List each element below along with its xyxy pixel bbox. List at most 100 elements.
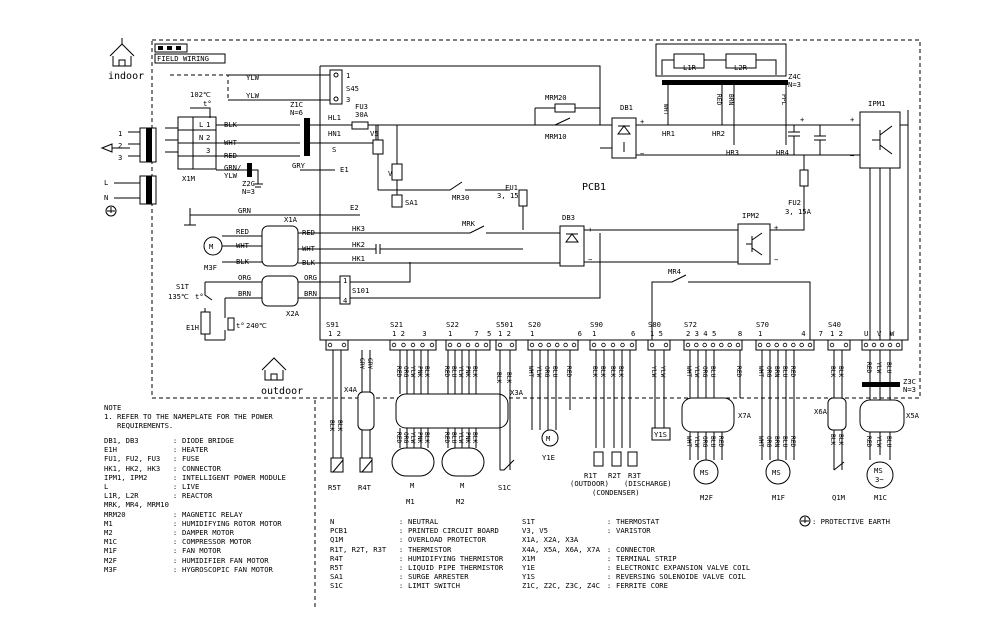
e1h-temp: 240℃	[246, 321, 267, 330]
legend-code: PCB1	[330, 526, 348, 536]
svg-text:BLK: BLK	[336, 420, 343, 431]
legend-description: DIODE BRIDGE	[182, 436, 234, 445]
wire-colour-label: RED	[565, 366, 572, 377]
connector-label: S501	[496, 320, 513, 329]
legend-description: FERRITE CORE	[616, 581, 668, 591]
fan-wire-red: RED	[236, 227, 249, 236]
thermistor-r3t	[627, 451, 638, 467]
legend-code: S1T	[522, 517, 535, 526]
wire-colour-label: WHT	[685, 436, 692, 447]
sa1-label: SA1	[405, 198, 418, 207]
wire-colour-label: YLW	[693, 436, 700, 447]
x1m-label: X1M	[182, 174, 196, 183]
fan-wire-blk: BLK	[236, 257, 250, 266]
svg-text:DB1: DB1	[620, 103, 633, 112]
ipm2-module: IPM2 + −	[737, 211, 779, 265]
legend-row: MRK, MR4, MRM10	[104, 500, 286, 509]
legend-row: V3, V5:VARISTOR	[522, 526, 750, 535]
s1t-temp: 135℃	[168, 292, 189, 301]
svg-text:4: 4	[343, 296, 347, 305]
legend-row: HK1, HK2, HK3:CONNECTOR	[104, 464, 286, 473]
legend-description: CONNECTOR	[616, 544, 655, 554]
fan-wire-wht: WHT	[236, 241, 250, 250]
fan-wire-blk-r: BLK	[302, 258, 316, 267]
fu3-rating: 30A	[355, 110, 369, 119]
connector-label: S80	[648, 320, 661, 329]
legend-row: S1C:LIMIT SWITCH	[330, 581, 503, 590]
connector-pin-numbers: 2 3 4 5 8	[686, 329, 742, 338]
wire-colour-label: RED	[443, 432, 450, 443]
svg-text:3: 3	[346, 95, 350, 104]
connector-pin-numbers: 1 5	[448, 329, 491, 338]
connector-header	[527, 339, 579, 351]
legend-row: S1T:THERMOSTAT	[522, 517, 750, 526]
svg-text:X4A: X4A	[344, 385, 358, 394]
legend-row: M2:DAMPER MOTOR	[104, 528, 286, 537]
e1h-mark: t°	[236, 321, 245, 330]
connector-pin	[685, 342, 691, 348]
svg-text:Y1E: Y1E	[542, 453, 555, 462]
legend-row: FU1, FU2, FU3:FUSE	[104, 454, 286, 463]
legend-separator: :	[398, 563, 404, 573]
wire-colour-label: BRN	[773, 366, 780, 377]
legend-separator: :	[398, 544, 404, 554]
connector-pin	[483, 342, 489, 348]
s101-wire-org: ORG	[304, 273, 317, 282]
svg-text:1: 1	[346, 71, 350, 80]
connector-label: S72	[684, 320, 697, 329]
reactors-box: L1R L2R	[655, 43, 788, 85]
connector-label: S70	[756, 320, 769, 329]
svg-text:R3T: R3T	[628, 471, 642, 480]
legend-separator: :	[172, 445, 178, 455]
svg-text:+: +	[640, 117, 645, 126]
s1t-label: S1T	[176, 282, 190, 291]
connector-header	[495, 339, 517, 351]
wire-colour-label: BRN	[773, 436, 780, 447]
legend-code: FU1, FU2, FU3	[104, 454, 161, 464]
wire-colour-label: ORG	[765, 366, 772, 377]
legend-description: REVERSING SOLENOIDE VALVE COIL	[616, 572, 746, 582]
wire-blk: BLK	[224, 120, 238, 129]
wire-colour-label: BLU	[885, 362, 892, 373]
wire-colour-label: RED	[735, 366, 742, 377]
connector-pin-numbers: 1 4 7	[758, 329, 823, 338]
wire-colour-label: RED	[789, 366, 796, 377]
fu2-label: FU2	[788, 198, 801, 207]
legend-separator: :	[172, 546, 178, 556]
connector-label: S91	[326, 320, 339, 329]
connector-x3a	[395, 393, 509, 429]
legend-row: MRM20:MAGNETIC RELAY	[104, 510, 286, 519]
legend-separator: :	[172, 436, 178, 445]
svg-text:−: −	[640, 149, 645, 158]
svg-text:M: M	[410, 481, 415, 490]
legend-description: MAGNETIC RELAY	[182, 509, 243, 519]
mr4-label: MR4	[668, 267, 681, 276]
wire-colour-label: PNK	[464, 432, 471, 443]
fu3-label: FU3	[355, 102, 368, 111]
connector-pin	[843, 342, 849, 348]
legend-code: MRM20	[104, 509, 126, 519]
legend-row: Q1M:OVERLOAD PROTECTOR	[330, 535, 503, 544]
thermistor-r5t	[330, 457, 344, 473]
connector-pin	[465, 342, 471, 348]
connector-header	[589, 339, 637, 351]
z2c-label: Z2C	[242, 179, 255, 188]
svg-text:M: M	[209, 242, 214, 251]
connector-pin	[649, 342, 655, 348]
fu2-rating: 3, 15A	[785, 207, 812, 216]
svg-text:IPM2: IPM2	[742, 211, 759, 220]
wire-colour-label: BLK	[617, 366, 624, 377]
connector-pin	[538, 342, 543, 348]
svg-text:M: M	[546, 434, 551, 443]
legend-separator: :	[172, 491, 178, 501]
reactor-wire-red: RED	[715, 94, 722, 105]
terminal-number-3: 3	[118, 153, 122, 162]
connector-pin	[401, 342, 406, 348]
svg-text:2: 2	[206, 133, 210, 142]
legend-code: M1	[104, 518, 113, 528]
legend-code: R5T	[330, 563, 343, 573]
legend-code: L	[104, 482, 109, 492]
ferrite-z3c	[862, 382, 900, 387]
s1t-mark: t°	[195, 292, 204, 301]
